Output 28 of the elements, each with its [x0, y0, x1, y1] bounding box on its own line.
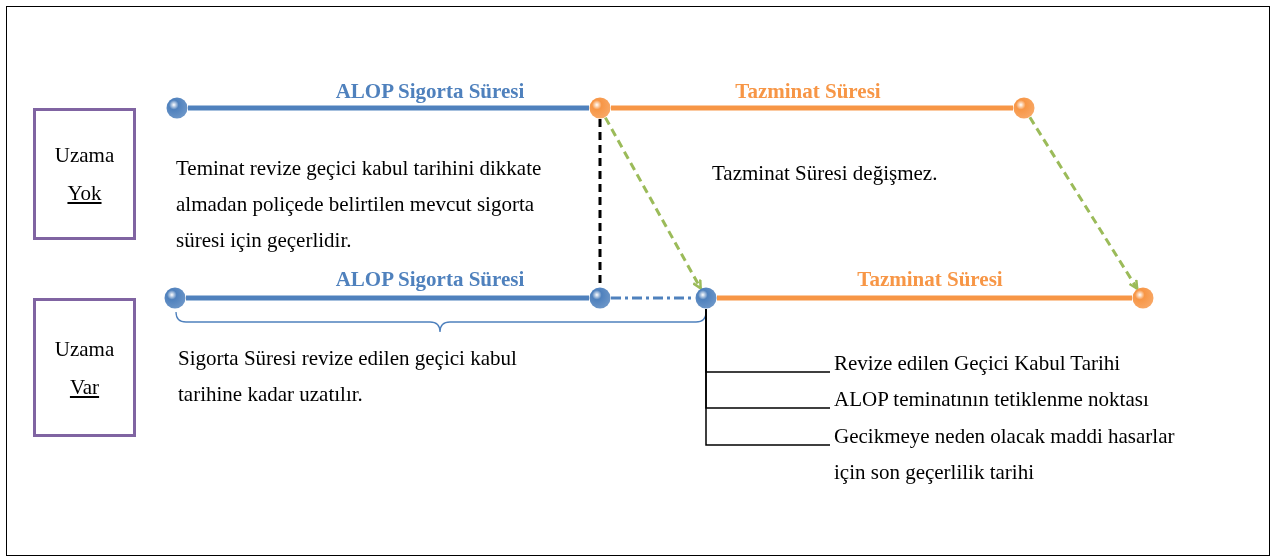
timeline-dot [589, 97, 611, 119]
edge-label: ALOP Sigorta Süresi [334, 78, 526, 104]
row-label: Uzama [54, 142, 115, 169]
row-status: Var [69, 373, 100, 401]
timeline-dot [695, 287, 717, 309]
timeline-bar [717, 295, 1132, 301]
dashed-arrow [604, 116, 702, 290]
timeline-dot [1132, 287, 1154, 309]
leader-line [705, 308, 831, 446]
timeline-bar [188, 105, 589, 111]
callout-text: Gecikmeye neden olacak maddi hasarlar için son geçerlilik tarihi [830, 418, 1194, 490]
note-text: Teminat revize geçici kabul tarihini dikkate almadan poliçede belirtilen mevcut sigorta süresi için geçerlidir. [176, 155, 543, 254]
timeline-bar [611, 105, 1013, 111]
edge-label: ALOP Sigorta Süresi [334, 266, 526, 292]
edge-label: Tazminat Süresi [734, 78, 882, 104]
timeline-bar [186, 295, 589, 301]
row-label: Uzama [54, 335, 115, 363]
timeline-dot [1013, 97, 1035, 119]
note-text: Sigorta Süresi revize edilen geçici kabul tarihine kadar uzatılır. [178, 345, 518, 408]
timeline-dot [166, 97, 188, 119]
note-text: Tazminat Süresi değişmez. [712, 160, 939, 187]
callout-text: Revize edilen Geçici Kabul Tarihi [830, 345, 1264, 381]
dashed-arrow [1028, 116, 1139, 290]
timeline-dot [164, 287, 186, 309]
callout-text: ALOP teminatının tetiklenme noktası [830, 381, 1264, 417]
row-status: Yok [67, 180, 102, 207]
timeline-dot [589, 287, 611, 309]
edge-label: Tazminat Süresi [856, 266, 1004, 292]
